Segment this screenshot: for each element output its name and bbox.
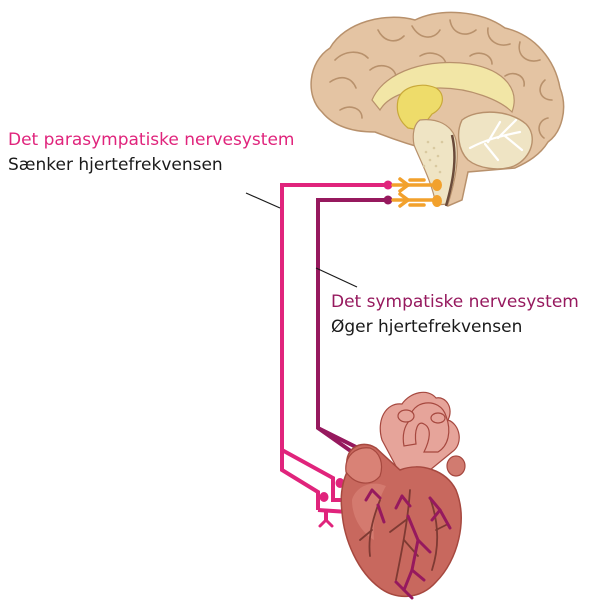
para-brain-node <box>384 181 393 190</box>
para-leader-line <box>246 193 280 208</box>
symp-leader-line <box>316 268 357 287</box>
para-heart-node-2 <box>320 492 329 502</box>
sympathetic-description: Øger hjertefrekvensen <box>331 316 522 338</box>
synapse-node-bottom <box>432 195 442 207</box>
synapse-node-top <box>432 179 442 191</box>
parasympathetic-title: Det parasympatiske nervesystem <box>8 129 294 151</box>
vessel-opening-3 <box>431 413 445 423</box>
brain <box>311 12 563 206</box>
sympathetic-title: Det sympatiske nervesystem <box>331 291 579 313</box>
vessel-opening-2 <box>398 410 414 422</box>
vessel-opening-1 <box>447 456 465 476</box>
cerebellum <box>459 112 533 169</box>
heart <box>341 392 465 598</box>
symp-brain-node <box>384 196 393 205</box>
parasympathetic-description: Sænker hjertefrekvensen <box>8 154 223 176</box>
